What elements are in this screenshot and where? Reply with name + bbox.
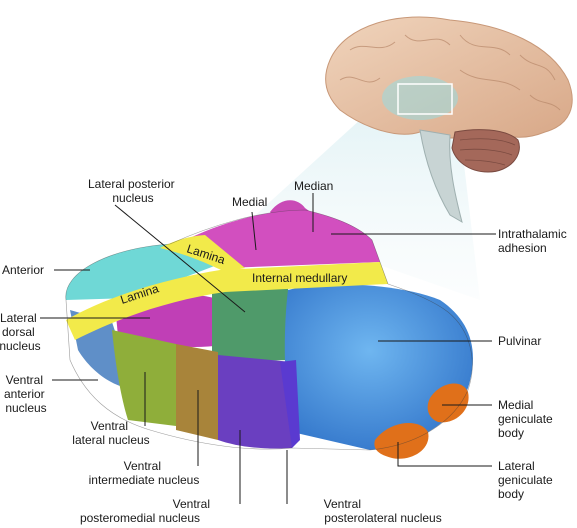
label-lateral-dorsal-l2: dorsal bbox=[2, 325, 35, 339]
label-ventral-intermediate-l2: intermediate nucleus bbox=[89, 473, 200, 487]
label-ventral-anterior-l2: anterior bbox=[4, 387, 45, 401]
label-ventral-posterolateral-nucleus: Ventral posterolateral nucleus bbox=[324, 497, 442, 525]
cerebellum-shape bbox=[451, 129, 520, 173]
label-lateral-geniculate-l1: Lateral bbox=[498, 459, 535, 473]
label-ventral-posteromedial-l1: Ventral bbox=[173, 497, 210, 511]
label-intrathalamic-l2: adhesion bbox=[498, 241, 547, 255]
label-ventral-posteromedial-nucleus: Ventral posteromedial nucleus bbox=[80, 497, 213, 525]
internal-medullary-label: Internal medullary bbox=[252, 271, 347, 285]
thalamus bbox=[65, 200, 473, 459]
label-medial-geniculate-l3: body bbox=[498, 426, 524, 440]
label-anterior: Anterior bbox=[2, 263, 44, 277]
label-medial-geniculate-l2: geniculate bbox=[498, 412, 553, 426]
label-pulvinar: Pulvinar bbox=[498, 334, 541, 348]
gyri-lines bbox=[339, 34, 561, 111]
pulvinar bbox=[284, 284, 473, 450]
label-ventral-posteromedial-l2: posteromedial nucleus bbox=[80, 511, 200, 525]
labels: Lateral posterior nucleus Medial Median … bbox=[0, 177, 570, 525]
label-lateral-dorsal-l3: nucleus bbox=[0, 339, 41, 353]
brain-inset bbox=[250, 16, 573, 300]
label-ventral-anterior-nucleus: Ventral anterior nucleus bbox=[4, 373, 48, 415]
label-ventral-lateral-l1: Ventral bbox=[91, 419, 128, 433]
thalamus-outline bbox=[65, 209, 473, 451]
leader-lateral-posterior bbox=[114, 204, 246, 313]
label-ventral-posterolateral-l1: Ventral bbox=[324, 497, 361, 511]
label-ventral-intermediate-nucleus: Ventral intermediate nucleus bbox=[89, 459, 200, 487]
ventral-posterolateral-nucleus bbox=[280, 360, 300, 448]
label-ventral-intermediate-l1: Ventral bbox=[124, 459, 161, 473]
cerebrum-shape bbox=[325, 16, 573, 139]
label-ventral-anterior-l3: nucleus bbox=[5, 401, 46, 415]
brainstem-shape bbox=[419, 129, 463, 224]
label-ventral-lateral-nucleus: Ventral lateral nucleus bbox=[72, 419, 149, 447]
label-lateral-posterior-l2: nucleus bbox=[112, 191, 153, 205]
label-medial-geniculate-l1: Medial bbox=[498, 398, 533, 412]
label-lateral-geniculate-l2: geniculate bbox=[498, 473, 553, 487]
label-lateral-dorsal-nucleus: Lateral dorsal nucleus bbox=[0, 311, 41, 353]
ventral-lateral-nucleus bbox=[112, 330, 176, 426]
anterior-nucleus bbox=[65, 244, 225, 300]
upper-lamina bbox=[160, 235, 245, 272]
ventral-intermediate-nucleus bbox=[176, 344, 218, 440]
thalamus-highlight bbox=[382, 76, 458, 120]
lateral-posterior-nucleus bbox=[212, 286, 290, 362]
thalamus-highlight-box bbox=[397, 83, 453, 115]
label-medial: Medial bbox=[232, 195, 267, 209]
lateral-geniculate-body bbox=[374, 422, 429, 459]
label-intrathalamic-adhesion: Intrathalamic adhesion bbox=[498, 227, 570, 255]
label-lateral-dorsal-l1: Lateral bbox=[0, 311, 37, 325]
label-lateral-posterior-nucleus: Lateral posterior nucleus bbox=[88, 177, 178, 205]
leader-lateral-geniculate bbox=[397, 442, 492, 467]
label-ventral-anterior-l1: Ventral bbox=[6, 373, 43, 387]
ventral-posteromedial-nucleus bbox=[218, 355, 292, 449]
label-ventral-posterolateral-l2: posterolateral nucleus bbox=[324, 511, 441, 525]
leader-lines bbox=[40, 193, 496, 504]
label-intrathalamic-l1: Intrathalamic bbox=[498, 227, 567, 241]
label-lateral-geniculate-body: Lateral geniculate body bbox=[498, 459, 556, 501]
label-median: Median bbox=[294, 179, 333, 193]
label-lateral-posterior-l1: Lateral posterior bbox=[88, 177, 175, 191]
medial-geniculate-body bbox=[427, 383, 469, 423]
leader-medial bbox=[251, 211, 257, 251]
label-lateral-geniculate-l3: body bbox=[498, 487, 524, 501]
internal-medullary-lamina bbox=[66, 262, 388, 340]
label-medial-geniculate-body: Medial geniculate body bbox=[498, 398, 556, 440]
label-ventral-lateral-l2: lateral nucleus bbox=[72, 433, 149, 447]
